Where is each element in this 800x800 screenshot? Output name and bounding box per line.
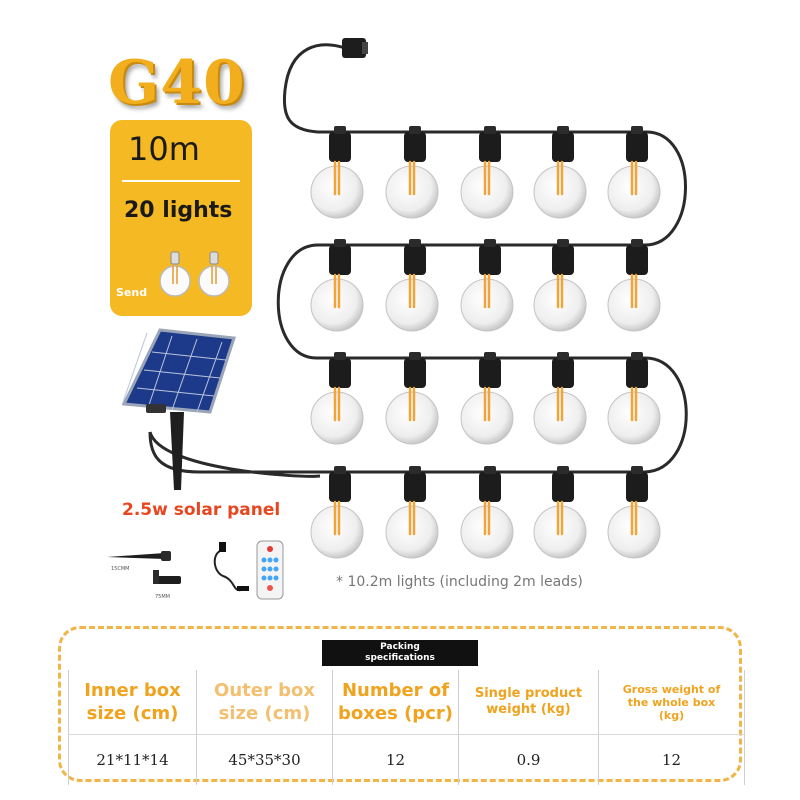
light-bulb <box>533 126 587 219</box>
value-gross-weight: 12 <box>598 734 745 785</box>
solar-panel-icon <box>121 328 236 490</box>
light-bulb <box>533 352 587 445</box>
length-note: * 10.2m lights (including 2m leads) <box>336 574 583 590</box>
strand-length: 10m <box>128 130 200 168</box>
packing-title-line1: Packing <box>380 642 420 652</box>
light-bulb <box>460 352 514 445</box>
packing-table: Inner box size (cm) Outer box size (cm) … <box>68 670 745 785</box>
header-line: weight (kg) <box>486 702 571 717</box>
light-bulb <box>607 239 661 332</box>
value-inner-box: 21*11*14 <box>68 734 197 785</box>
light-bulb <box>533 466 587 559</box>
packing-title: Packing specifications <box>322 640 478 666</box>
spare-bulb-icon <box>160 251 191 297</box>
header-line: Outer box <box>214 680 315 701</box>
value-outer-box: 45*35*30 <box>196 734 333 785</box>
bulb-rows <box>310 126 661 559</box>
header-outer-box: Outer box size (cm) <box>196 670 333 735</box>
bracket-size-label: 75MM <box>155 594 170 600</box>
header-line: the whole box <box>627 695 716 709</box>
mounting-bracket-icon: 75MM <box>153 570 181 600</box>
light-bulb <box>533 239 587 332</box>
ground-stake-icon: 15CMM <box>107 551 171 572</box>
value-single-weight: 0.9 <box>458 734 599 785</box>
header-number-of-boxes: Number of boxes (pcr) <box>332 670 459 735</box>
send-label: Send <box>116 286 148 299</box>
usb-cable-icon <box>213 542 249 592</box>
remote-control-icon <box>256 540 284 600</box>
light-bulb <box>385 466 439 559</box>
header-line: size (cm) <box>86 703 179 724</box>
header-line: size (cm) <box>218 703 311 724</box>
light-bulb <box>607 352 661 445</box>
light-bulb <box>385 126 439 219</box>
header-line: (kg) <box>658 708 685 722</box>
stake-size-label: 15CMM <box>111 566 129 572</box>
header-line: Single product <box>474 686 583 701</box>
spec-divider <box>122 180 240 182</box>
light-bulb <box>460 126 514 219</box>
light-bulb <box>310 239 364 332</box>
power-cable <box>148 43 688 474</box>
packing-title-line2: specifications <box>365 653 435 663</box>
accessories-group: 15CMM 75MM <box>107 540 284 600</box>
packing-header-row: Inner box size (cm) Outer box size (cm) … <box>68 670 745 735</box>
light-bulb <box>385 352 439 445</box>
light-bulb <box>460 466 514 559</box>
light-bulb <box>607 126 661 219</box>
light-bulb <box>385 239 439 332</box>
value-number-of-boxes: 12 <box>332 734 459 785</box>
header-line: Gross weight of <box>622 682 721 696</box>
panel-lead-cable <box>148 431 321 478</box>
light-bulb <box>310 126 364 219</box>
packing-value-row: 21*11*14 45*35*30 12 0.9 12 <box>68 734 745 785</box>
header-line: Inner box <box>84 680 181 701</box>
header-inner-box: Inner box size (cm) <box>68 670 197 735</box>
light-count: 20 lights <box>124 198 233 223</box>
header-line: Number of <box>341 680 450 701</box>
model-title: G40 <box>108 48 246 118</box>
solar-panel-label: 2.5w solar panel <box>122 500 281 520</box>
light-bulb <box>607 466 661 559</box>
light-bulb <box>310 352 364 445</box>
light-bulb <box>460 239 514 332</box>
spec-card: 10m 20 lights Send <box>110 120 252 316</box>
spare-bulb-icon <box>198 251 230 297</box>
header-line: boxes (pcr) <box>338 703 453 724</box>
connector-plug-icon <box>342 38 368 58</box>
header-gross-weight: Gross weight of the whole box (kg) <box>598 670 745 735</box>
light-bulb <box>310 466 364 559</box>
spare-bulbs-icon <box>160 251 230 297</box>
header-single-weight: Single product weight (kg) <box>458 670 599 735</box>
